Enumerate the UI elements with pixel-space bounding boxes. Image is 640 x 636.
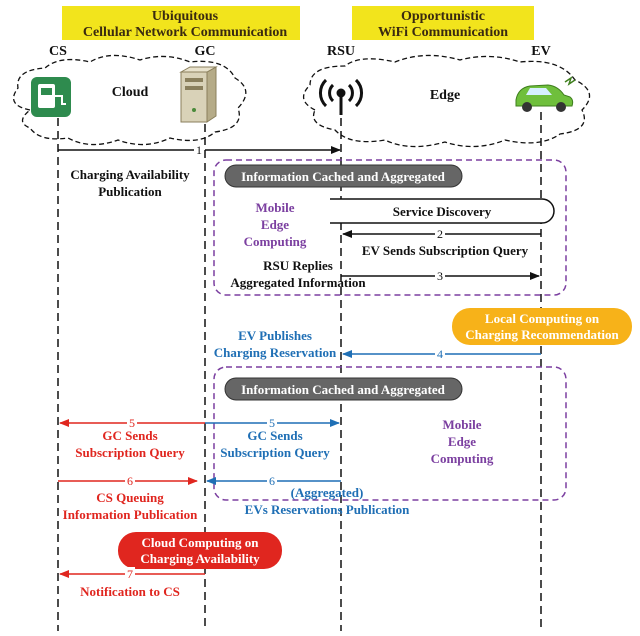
local-computing-line1: Local Computing on xyxy=(485,311,600,326)
step3-label-line1: RSU Replies xyxy=(263,258,333,273)
step3-number: 3 xyxy=(437,269,443,283)
cached-label-2: Information Cached and Aggregated xyxy=(241,382,446,397)
step-number-halo xyxy=(435,227,445,241)
mec1-line2: Edge xyxy=(261,217,289,232)
entity-cs: CS xyxy=(49,44,67,59)
cached-label-1: Information Cached and Aggregated xyxy=(241,169,446,184)
step-number-halo xyxy=(435,347,445,361)
step4-label-line1: EV Publishes xyxy=(238,328,312,343)
step-number-halo xyxy=(267,474,277,488)
step5-right-label-line2: Subscription Query xyxy=(220,445,330,460)
step4-label-line2: Charging Reservation xyxy=(214,345,337,360)
step7-number: 7 xyxy=(127,567,133,581)
step6-left-label-line1: CS Queuing xyxy=(96,490,164,505)
local-computing-pill xyxy=(452,308,632,345)
entity-ev: EV xyxy=(531,44,550,59)
mec1-line3: Computing xyxy=(244,234,307,249)
mec2-line1: Mobile xyxy=(443,417,482,432)
edge-shape xyxy=(303,54,591,148)
cloud-shape xyxy=(12,54,247,146)
step6-left-number: 6 xyxy=(127,474,133,488)
step3-label-line2: Aggregated Information xyxy=(230,275,366,290)
step6-right-label-line1: (Aggregated) xyxy=(291,485,364,500)
cloud-label: Cloud xyxy=(112,85,149,100)
step7-label: Notification to CS xyxy=(80,584,180,599)
electric-vehicle-icon xyxy=(515,76,576,112)
cached-pill-1 xyxy=(224,164,463,188)
step4-number: 4 xyxy=(437,347,443,361)
entity-gc: GC xyxy=(195,44,216,59)
cellular-header-bg xyxy=(62,6,300,40)
step5-left-label-line1: GC Sends xyxy=(102,428,157,443)
step-number-halo xyxy=(127,416,137,430)
cloud-computing-line2: Charging Availability xyxy=(140,551,260,566)
local-computing-line2: Charging Recommendation xyxy=(465,327,619,342)
mec-box-2 xyxy=(213,366,567,501)
step2-label: EV Sends Subscription Query xyxy=(362,243,529,258)
entity-rsu: RSU xyxy=(327,44,355,59)
cellular-header-line1: Ubiquitous xyxy=(152,9,219,24)
wifi-header-line1: Opportunistic xyxy=(401,9,485,24)
step6-right-number: 6 xyxy=(269,474,275,488)
step1-number: 1 xyxy=(196,143,202,157)
mec-box-1 xyxy=(213,159,567,296)
cached-pill-2 xyxy=(224,377,463,401)
step6-right-label-line2: EVs Reservations Publication xyxy=(245,502,410,517)
step2-number: 2 xyxy=(437,227,443,241)
charging-station-icon xyxy=(31,77,71,117)
mec2-line2: Edge xyxy=(448,434,476,449)
step5-left-number: 5 xyxy=(129,416,135,430)
step-number-halo xyxy=(125,567,135,581)
step5-right-number: 5 xyxy=(269,416,275,430)
step-number-halo xyxy=(194,143,204,157)
step1-label-line2: Publication xyxy=(98,184,162,199)
service-discovery-label: Service Discovery xyxy=(393,204,492,219)
cloud-computing-pill xyxy=(118,532,282,569)
step5-left-label-line2: Subscription Query xyxy=(75,445,185,460)
mec1-line1: Mobile xyxy=(256,200,295,215)
step5-right-label-line1: GC Sends xyxy=(247,428,302,443)
edge-label: Edge xyxy=(430,88,460,103)
antenna-icon xyxy=(319,78,363,115)
step-number-halo xyxy=(125,474,135,488)
cellular-header-line2: Cellular Network Communication xyxy=(83,25,287,40)
step6-left-label-line2: Information Publication xyxy=(63,507,198,522)
step-number-halo xyxy=(435,269,445,283)
step1-label-line1: Charging Availability xyxy=(70,167,190,182)
cloud-computing-line1: Cloud Computing on xyxy=(141,535,259,550)
wifi-header-line2: WiFi Communication xyxy=(378,25,508,40)
server-icon xyxy=(179,66,218,123)
step-number-halo xyxy=(267,416,277,430)
mec2-line3: Computing xyxy=(431,451,494,466)
service-discovery-pill xyxy=(330,198,555,224)
wifi-header-bg xyxy=(352,6,534,40)
